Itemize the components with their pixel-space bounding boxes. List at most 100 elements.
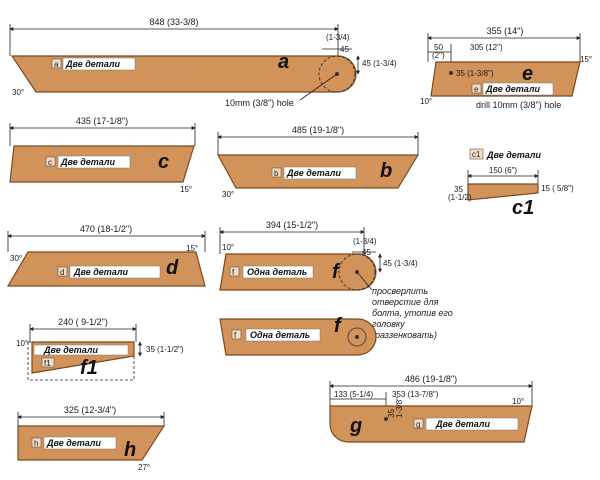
part-c1-length-label: 150 (6")	[489, 166, 518, 175]
part-e-mid-label: 35 (1-3/8")	[456, 69, 494, 78]
part-g-mid-label: 1-3/8"	[395, 397, 404, 418]
part-d-code: d	[60, 268, 64, 277]
part-f-lower-caption-box	[245, 328, 321, 342]
part-g-length-label: 486 (19-1/8")	[405, 374, 457, 384]
part-b-caption: Две детали	[286, 168, 342, 178]
part-h-caption-box	[43, 436, 117, 450]
part-f1-length-label: 240 ( 9-1/2")	[58, 317, 108, 327]
part-e-drill-label: drill 10mm (3/8") hole	[476, 100, 561, 110]
part-f1-letter: f1	[80, 357, 98, 379]
part-a-radius-guide	[318, 55, 356, 93]
part-f-code: f	[232, 268, 235, 277]
part-e-angle-left: 10°	[420, 97, 432, 106]
part-a-end-45: 45	[340, 45, 349, 54]
part-g-code: g	[416, 420, 420, 429]
part-a-code: a	[54, 60, 59, 69]
part-f-length-label: 394 (15-1/2")	[266, 220, 318, 230]
part-d: 470 (18-1/2") d Две детали d 30° 15°	[6, 224, 206, 287]
part-h-code-box	[31, 437, 42, 448]
part-a-code-box	[51, 58, 62, 69]
part-h-caption: Две детали	[46, 438, 102, 448]
part-e-hole-mark	[449, 71, 453, 75]
part-c1-left-inch: (1-1/2)	[448, 193, 472, 202]
part-c1-code: c1	[472, 150, 481, 159]
note-line-3: болта, утопив его	[372, 308, 453, 318]
part-c: 435 (17-1/8") c Две детали c 15°	[9, 116, 196, 194]
part-a-inner-label: 803 (31-5/8)	[150, 71, 194, 80]
part-f1-code: f1	[44, 359, 51, 368]
part-g-code-box	[413, 418, 424, 429]
part-f-lower-countersink	[347, 327, 367, 347]
part-c1-left-label: 35	[454, 185, 463, 194]
part-h-length-label: 325 (12-3/4")	[64, 405, 116, 415]
part-b-angle: 30°	[222, 190, 234, 199]
part-f: 394 (15-1/2") f Одна деталь f 10° (1-3/4…	[219, 220, 418, 291]
part-g-angle: 10°	[512, 397, 524, 406]
part-h: 325 (12-3/4") h Две детали h 27°	[17, 405, 166, 472]
part-d-angle-right: 15°	[186, 244, 198, 253]
part-c1-board	[467, 183, 539, 201]
part-e-left-label: 50	[434, 43, 443, 52]
note-line-2: отверстие для	[372, 297, 439, 307]
part-f-end-width: (1-3/4)	[353, 237, 377, 246]
part-g-hole-mark	[384, 417, 388, 421]
part-a-right-height: 45 (1-3/4)	[362, 59, 397, 68]
part-c-angle: 15°	[180, 185, 192, 194]
part-f-lower-code: f	[234, 331, 237, 340]
part-b: 485 (19-1/8") b Две детали b 30°	[216, 125, 420, 199]
part-a-length-label: 848 (33-3/8)	[149, 17, 198, 27]
part-d-letter: d	[166, 257, 179, 279]
part-b-length-label: 485 (19-1/8")	[292, 125, 344, 135]
part-b-code-box	[271, 167, 282, 178]
part-b-caption-box	[283, 166, 357, 180]
part-f-caption-box	[242, 265, 314, 279]
part-c1-right-label: 15 ( 5/8")	[541, 184, 574, 193]
part-h-code: h	[34, 439, 38, 448]
part-c-caption: Две детали	[60, 157, 116, 167]
part-e-caption: Две детали	[485, 84, 541, 94]
part-d-angle-left: 30°	[10, 254, 22, 263]
part-e-left-inch: (2")	[432, 51, 445, 60]
part-f1-right-label: 35 (1-1/2")	[146, 345, 184, 354]
part-f1-code-box	[41, 357, 55, 368]
part-a-angle: 30°	[12, 88, 24, 97]
part-g-left-label: 133 (5-1/4)	[334, 390, 373, 399]
part-f-code-box	[229, 266, 240, 277]
part-c1-letter: c1	[512, 197, 534, 219]
part-f1: 240 ( 9-1/2") Две детали f1 f1 35 (1-1/2…	[16, 317, 184, 381]
part-c-letter: c	[158, 151, 169, 173]
part-f-lower-code-box	[231, 329, 242, 340]
part-f-lower-letter: f	[334, 315, 343, 337]
part-a: 848 (33-3/8) 803 (31-5/8) a Две детали a…	[9, 17, 397, 108]
part-d-caption: Две детали	[73, 267, 129, 277]
part-f-end-45: 45	[362, 248, 371, 257]
part-f-letter: f	[332, 261, 341, 283]
part-f1-angle: 10°	[16, 339, 28, 348]
part-h-angle: 27°	[138, 463, 150, 472]
part-c-caption-box	[57, 155, 131, 169]
part-g: 486 (19-1/8") 133 (5-1/4) 353 (13-7/8") …	[329, 374, 533, 443]
part-b-letter: b	[380, 160, 392, 182]
part-h-letter: h	[124, 439, 136, 461]
part-c1-caption: Две детали	[486, 150, 542, 160]
part-g-letter: g	[349, 415, 362, 437]
part-d-length-label: 470 (18-1/2")	[80, 224, 132, 234]
part-f-lower-caption: Одна деталь	[250, 330, 310, 340]
note-line-4: головку	[372, 319, 405, 329]
part-a-caption-box	[62, 57, 136, 71]
part-f-right-height: 45 (1-3/4)	[383, 259, 418, 268]
part-g-caption: Две детали	[435, 419, 491, 429]
part-f-lower-hole-mark	[355, 335, 359, 339]
part-c1: c1 Две детали 150 (6") 35 (1-1/2) 15 ( 5…	[448, 148, 574, 219]
part-f1-caption: Две детали	[43, 345, 99, 355]
countersink-note: просверлить отверстие для болта, утопив …	[372, 286, 453, 340]
part-b-code: b	[274, 169, 279, 178]
part-e-right-label: 305 (12")	[470, 43, 503, 52]
part-g-right-label: 353 (13-7/8")	[392, 390, 439, 399]
part-a-end-width: (1-3/4)	[326, 33, 350, 42]
part-e: 355 (14") 50 (2") 305 (12") 35 (1-3/8") …	[420, 26, 592, 110]
part-d-code-box	[57, 266, 68, 277]
part-c-length-label: 435 (17-1/8")	[76, 116, 128, 126]
part-e-caption-box	[482, 82, 554, 96]
